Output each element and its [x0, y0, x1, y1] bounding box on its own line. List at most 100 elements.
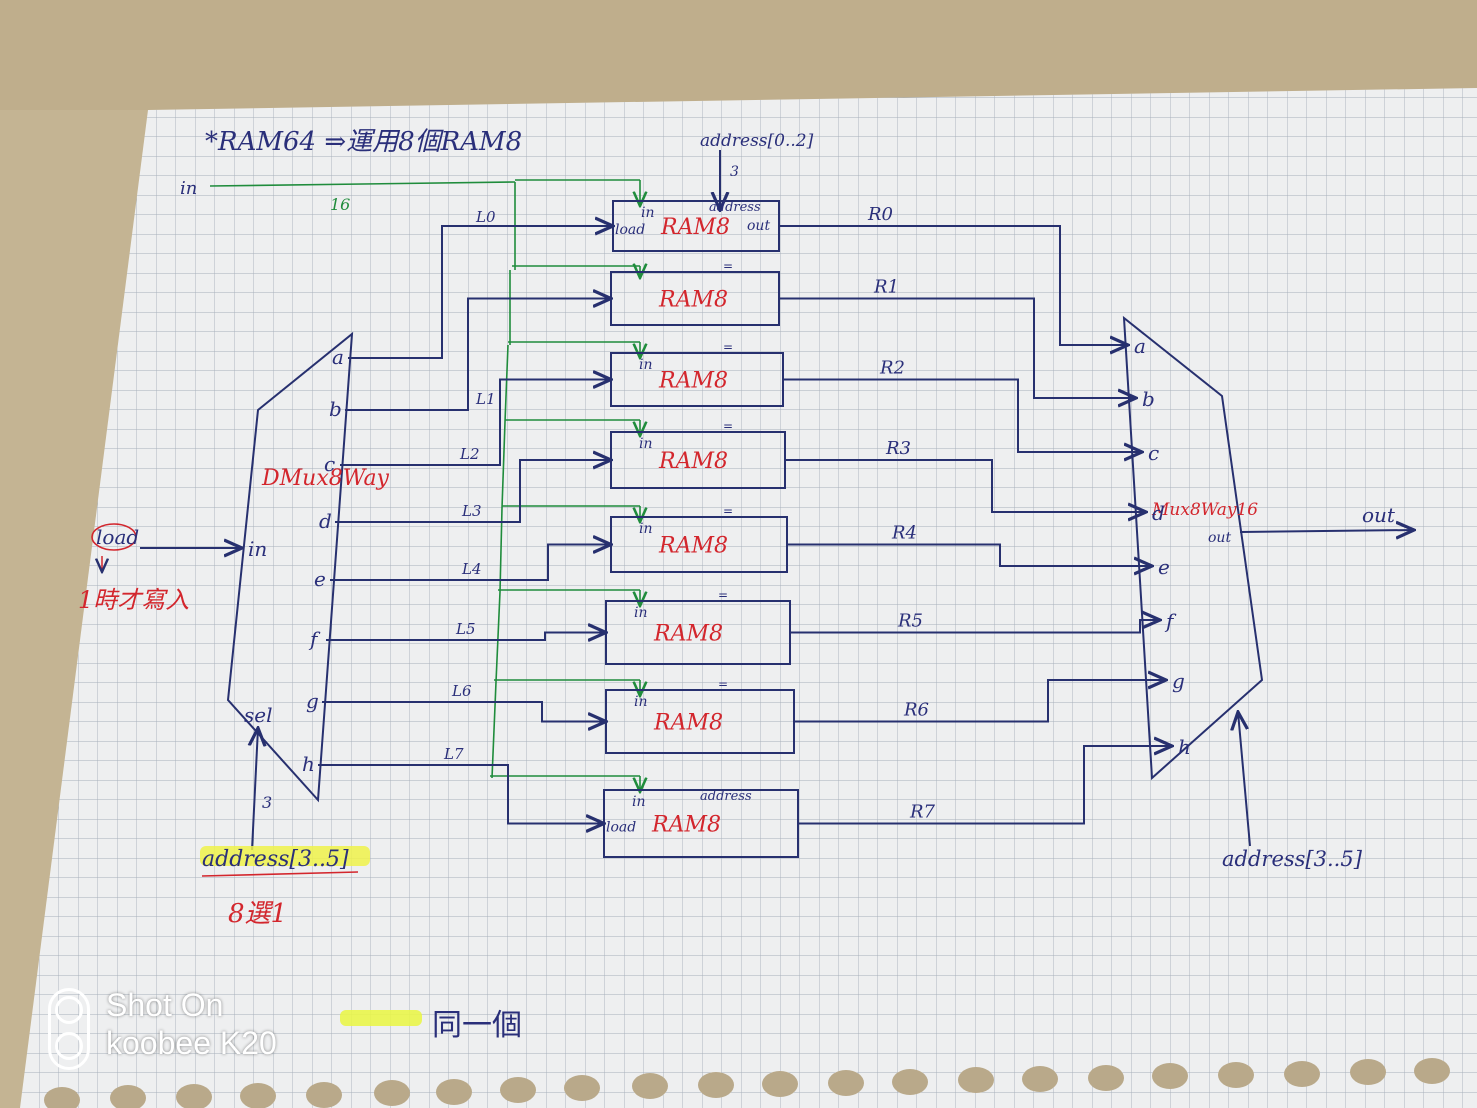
mux-out-pin: out — [1208, 530, 1231, 546]
dmux-output-a: a — [332, 345, 344, 369]
load-line-label-7: L7 — [443, 745, 464, 763]
dmux-output-h: h — [302, 752, 315, 776]
load-wire-0 — [348, 226, 613, 359]
address-left-wire — [252, 728, 258, 851]
mux-input-a: a — [1134, 334, 1146, 358]
ram8-pin-in-7: in — [632, 794, 646, 810]
mux-input-e: e — [1158, 555, 1170, 579]
ram8-pin-=-6: = — [718, 677, 728, 691]
load-line-label-2: L2 — [459, 445, 480, 463]
address-left-label: address[3..5] — [202, 847, 349, 872]
in-width: 16 — [330, 195, 350, 214]
ram8-pin-=-3: = — [723, 419, 733, 433]
dmux-name: DMux8Way — [261, 466, 390, 491]
address-top-width: 3 — [730, 164, 739, 180]
load-wire-5 — [326, 633, 606, 641]
ram8-pin-in-3: in — [639, 436, 653, 452]
legend: 同一個 — [340, 998, 530, 1043]
load-label: load — [96, 525, 139, 549]
mux-name: Mux8Way16 — [1151, 500, 1258, 520]
address-right-label: address[3..5] — [1222, 847, 1363, 871]
ram8-pin-=-1: = — [723, 259, 733, 273]
ram8-pin-out-0: out — [747, 218, 770, 234]
load-wire-3 — [335, 460, 611, 523]
out-label: out — [1362, 503, 1396, 527]
ram-output-wire-0 — [779, 225, 1128, 345]
dmux-output-b: b — [329, 397, 342, 421]
load-wire-2 — [340, 380, 611, 466]
load-line-label-5: L5 — [455, 620, 476, 638]
watermark-line2: koobee K20 — [106, 1025, 277, 1061]
dmux-output-d: d — [319, 509, 332, 533]
ram-output-label-0: R0 — [867, 204, 893, 225]
binder-holes — [44, 1058, 1450, 1108]
load-wire-6 — [322, 701, 606, 722]
ram8-pin-in-2: in — [639, 357, 653, 373]
address-left-underline — [201, 871, 359, 877]
mux-input-g: g — [1172, 669, 1185, 693]
ram-output-label-7: R7 — [909, 802, 936, 823]
address-right-wire — [1238, 712, 1251, 847]
load-wire-7 — [318, 764, 604, 824]
ram-output-label-2: R2 — [879, 358, 905, 379]
ram8-pin-address-7: address — [700, 789, 752, 804]
mux-input-b: b — [1142, 387, 1155, 411]
ram-output-label-5: R5 — [897, 611, 923, 632]
ram8-name-4: RAM8 — [658, 534, 728, 559]
ram8-pin-in-6: in — [634, 694, 648, 710]
load-wire-1 — [345, 299, 611, 411]
ram8-pin-=-5: = — [718, 588, 728, 602]
page-title: *RAM64 ⇒運用8個RAM8 — [205, 127, 522, 157]
load-line-label-0: L0 — [475, 208, 496, 226]
address-left-highlight — [200, 846, 370, 866]
ram8-pin-in-5: in — [634, 605, 648, 621]
ram8-pin-load-7: load — [606, 820, 636, 836]
ram8-name-6: RAM8 — [653, 711, 723, 736]
ram8-pin-in-4: in — [639, 521, 653, 537]
watermark-line1: Shot On — [106, 987, 224, 1023]
ram8-name-5: RAM8 — [653, 622, 723, 647]
ram-output-wire-1 — [779, 297, 1136, 399]
ram-output-wire-7 — [798, 746, 1172, 825]
ram-output-label-4: R4 — [891, 523, 917, 544]
ram8-pin-load-0: load — [615, 222, 645, 238]
ram8-name-2: RAM8 — [658, 369, 728, 394]
load-line-label-6: L6 — [451, 682, 472, 700]
dmux-output-e: e — [314, 567, 326, 591]
dmux-output-c: c — [324, 452, 335, 476]
ram8-pin-in-0: in — [641, 205, 655, 221]
address-left-note: 8選1 — [228, 899, 287, 929]
address-left-width: 3 — [262, 793, 272, 812]
ram-output-label-6: R6 — [903, 700, 929, 721]
legend-highlight-swatch — [340, 1010, 422, 1026]
ram8-pin-=-2: = — [723, 340, 733, 354]
ram-output-wire-2 — [783, 378, 1142, 453]
load-circle — [91, 523, 137, 551]
load-line-label-4: L4 — [461, 560, 482, 578]
ram-output-label-1: R1 — [873, 277, 899, 298]
mux-input-d: d — [1152, 501, 1165, 525]
ram8-pin-address-0: address — [709, 200, 761, 215]
ram-output-wire-5 — [790, 620, 1160, 634]
address-top-label: address[0..2] — [700, 131, 814, 151]
ram-output-label-3: R3 — [885, 438, 911, 459]
camera-icon — [48, 988, 90, 1070]
ram8-name-7: RAM8 — [651, 813, 721, 838]
dmux-output-g: g — [306, 689, 319, 713]
dmux-output-f: f — [308, 627, 321, 651]
dmux-sel-label: sel — [244, 703, 273, 727]
load-line-label-1: L1 — [475, 390, 496, 408]
ram-output-wire-4 — [787, 543, 1152, 567]
load-line-label-3: L3 — [461, 502, 482, 520]
dmux8way-block — [226, 331, 354, 803]
ram-output-wire-3 — [785, 459, 1146, 512]
ram8-pin-=-4: = — [723, 504, 733, 518]
load-wire-4 — [330, 545, 611, 581]
out-wire — [1239, 530, 1414, 532]
ram8-name-3: RAM8 — [658, 449, 728, 474]
in-bus — [209, 181, 516, 187]
camera-watermark: Shot On koobee K20 — [48, 986, 277, 1070]
legend-text: 同一個 — [432, 1008, 522, 1043]
mux-input-f: f — [1164, 609, 1177, 633]
